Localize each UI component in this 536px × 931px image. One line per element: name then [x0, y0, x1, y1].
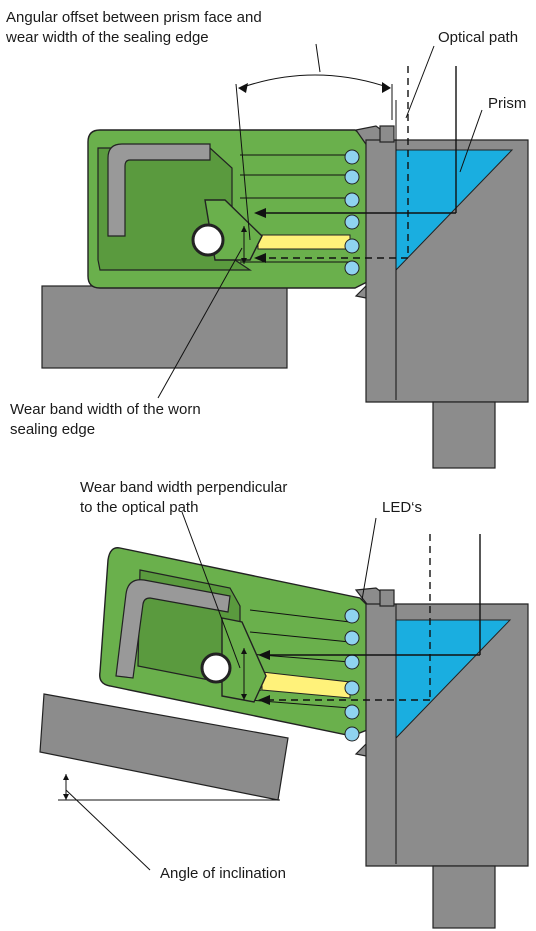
bottom-diagram	[39, 511, 529, 929]
top-pivot	[191, 223, 225, 257]
top-wear-band	[257, 234, 351, 250]
label-angular-offset-line1: Angular offset between prism face and	[6, 9, 262, 26]
top-diagram	[41, 43, 529, 469]
top-grey-bracket	[107, 143, 211, 237]
top-led-column	[344, 149, 360, 276]
label-optical-path: Optical path	[438, 29, 518, 46]
label-wear-band-worn-line1: Wear band width of the worn	[10, 401, 201, 418]
label-wear-band-perp-line1: Wear band width perpendicular	[80, 479, 287, 496]
label-angular-offset-line2: wear width of the sealing edge	[5, 29, 209, 46]
bottom-led-column	[344, 608, 360, 742]
top-base-plate	[41, 285, 288, 369]
bottom-grey-bracket	[115, 579, 231, 679]
label-angle-of-inclination: Angle of inclination	[160, 865, 286, 882]
bottom-pivot	[200, 652, 232, 684]
label-leds: LED‘s	[382, 499, 422, 516]
label-prism: Prism	[488, 95, 526, 112]
bottom-stand	[432, 865, 496, 929]
top-stand	[432, 401, 496, 469]
label-wear-band-perp-line2: to the optical path	[80, 499, 198, 516]
label-wear-band-worn-line2: sealing edge	[10, 421, 95, 438]
